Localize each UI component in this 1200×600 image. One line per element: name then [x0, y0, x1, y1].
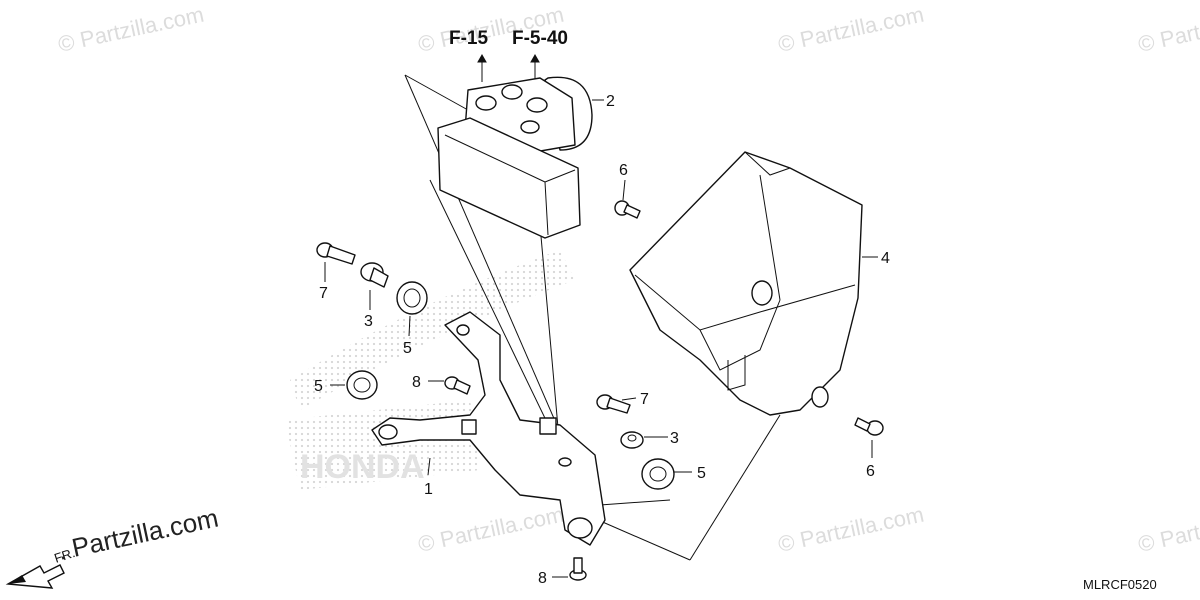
bolt-8-upper[interactable]: [444, 376, 471, 395]
brand-watermark: . Partzilla.com: [55, 503, 221, 566]
callout-8-upper[interactable]: 8: [412, 374, 421, 391]
callout-5-left[interactable]: 5: [314, 378, 323, 395]
front-label: FR.: [52, 545, 77, 566]
bolt-7-left[interactable]: [316, 242, 356, 265]
bolt-7-right[interactable]: [596, 394, 631, 414]
watermark-text: © Partzilla.com: [776, 502, 926, 557]
callouts: 2 4 6 6 7 7 3 3 5 5 5 8 8 1: [314, 93, 890, 587]
callout-3-right[interactable]: 3: [670, 430, 679, 447]
abs-cover[interactable]: [629, 151, 863, 416]
callout-7-right[interactable]: 7: [640, 391, 649, 408]
watermark-text: © Partzilla.com: [776, 2, 926, 57]
svg-text:HONDA: HONDA: [300, 448, 425, 486]
callout-leaders: [324, 99, 878, 578]
abs-modulator-unit[interactable]: [437, 76, 593, 239]
callout-7-left[interactable]: 7: [319, 285, 328, 302]
watermarks: © Partzilla.com © Partzilla.com © Partzi…: [56, 2, 1200, 557]
callout-5-top[interactable]: 5: [403, 340, 412, 357]
watermark-text: © Partzilla.com: [56, 2, 206, 57]
collar-3-left[interactable]: [360, 262, 389, 288]
diagram-code: MLRCF0520: [1083, 577, 1157, 592]
watermark-text: © Partzilla.com: [1136, 502, 1200, 557]
callout-6-upper[interactable]: 6: [619, 162, 628, 179]
reference-f540[interactable]: F-5-40: [512, 28, 568, 49]
bolt-6-upper[interactable]: [614, 200, 641, 219]
bolt-6-lower[interactable]: [854, 417, 884, 436]
callout-2[interactable]: 2: [606, 93, 615, 110]
callout-3-left[interactable]: 3: [364, 313, 373, 330]
reference-arrows: [477, 53, 540, 82]
watermark-text: © Partzilla.com: [416, 502, 566, 557]
callout-8-lower[interactable]: 8: [538, 570, 547, 587]
grommet-5-left[interactable]: [346, 370, 378, 400]
callout-4[interactable]: 4: [881, 250, 890, 267]
bolt-8-lower[interactable]: [569, 557, 587, 581]
collar-3-right[interactable]: [620, 431, 644, 449]
callout-6-lower[interactable]: 6: [866, 463, 875, 480]
callout-1[interactable]: 1: [424, 481, 433, 498]
reference-f15[interactable]: F-15: [449, 28, 489, 49]
grommet-5-top[interactable]: [396, 281, 428, 315]
front-direction-arrow: FR.: [5, 545, 77, 589]
callout-5-right[interactable]: 5: [697, 465, 706, 482]
grommet-5-right[interactable]: [641, 458, 675, 490]
watermark-text: © Partzilla.com: [1136, 2, 1200, 57]
abs-bracket[interactable]: [371, 311, 606, 546]
